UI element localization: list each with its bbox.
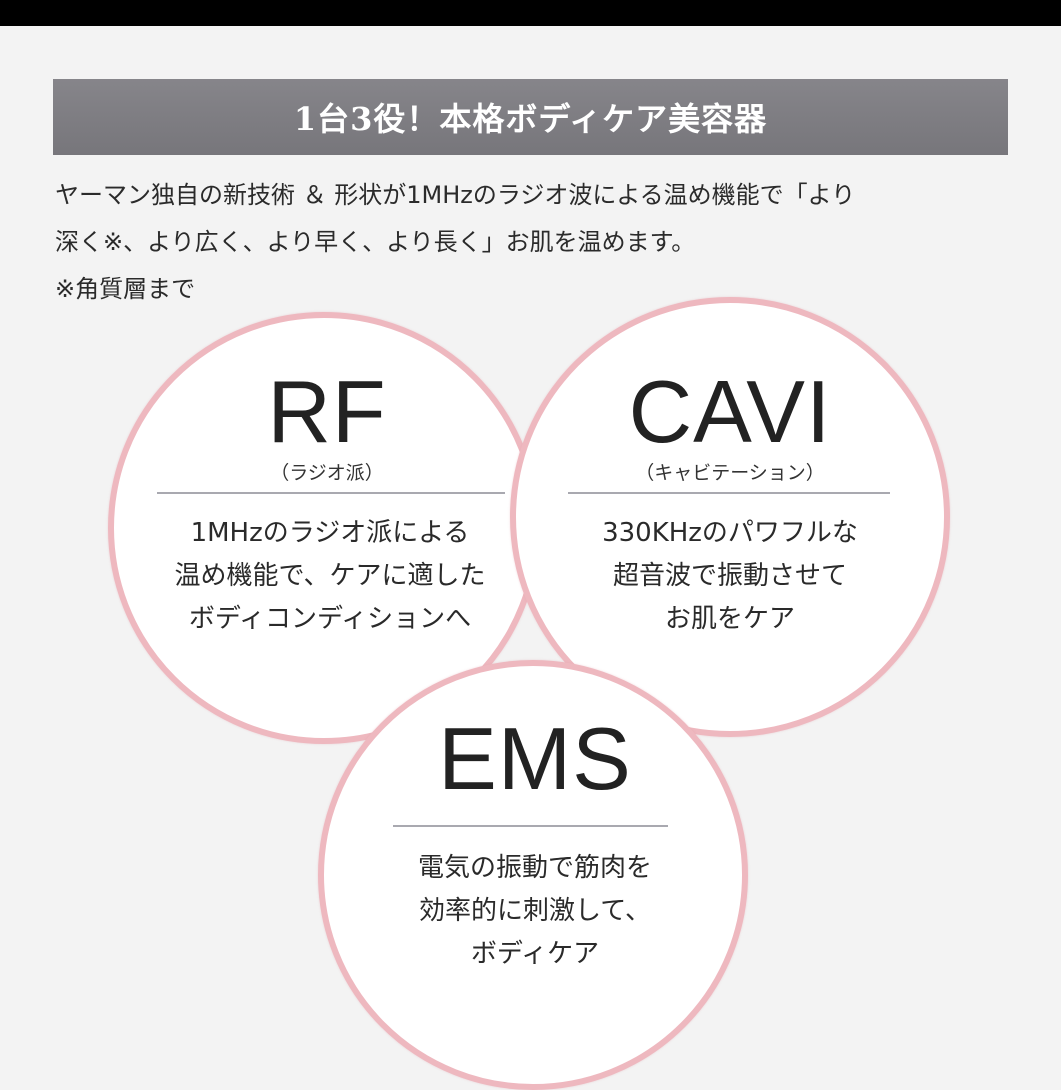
cavi-heading: CAVI （キャビテーション） [555,368,905,486]
rf-title: RF [267,362,387,461]
description-line-2: 深く※、より広く、より早く、より長く」お肌を温めます。 [55,228,696,256]
rf-feature-circle [108,312,540,744]
product-description: ヤーマン独自の新技術 ＆ 形状が1MHzのラジオ波による温め機能で「より 深く※… [55,172,1015,313]
ems-divider [393,825,668,827]
description-note: ※角質層まで [55,275,196,303]
cavi-subtitle: （キャビテーション） [635,462,825,484]
banner-title: 1台3役！本格ボディケア美容器 [293,100,768,138]
description-line-1: ヤーマン独自の新技術 ＆ 形状が1MHzのラジオ波による温め機能で「より [55,181,856,209]
rf-divider [157,492,505,494]
ems-line-2: 効率的に刺激して、 [419,896,651,926]
ems-description: 電気の振動で筋肉を 効率的に刺激して、 ボディケア [350,847,720,976]
cavi-line-3: お肌をケア [664,604,795,634]
ems-title: EMS [438,709,632,808]
ems-line-3: ボディケア [470,939,600,969]
rf-line-1: 1MHzのラジオ派による [190,518,470,548]
rf-subtitle: （ラジオ派） [270,462,384,484]
header-banner: 1台3役！本格ボディケア美容器 [53,79,1008,155]
cavi-line-2: 超音波で振動させて [612,561,847,591]
cavi-description: 330KHzのパワフルな 超音波で振動させて お肌をケア [545,512,915,641]
rf-line-2: 温め機能で、ケアに適した [174,561,486,591]
ems-line-1: 電気の振動で筋肉を [417,853,652,883]
cavi-divider [568,492,890,494]
ems-heading: EMS [360,715,710,803]
rf-description: 1MHzのラジオ派による 温め機能で、ケアに適した ボディコンディションへ [145,512,515,641]
rf-line-3: ボディコンディションへ [188,604,472,634]
cavi-title: CAVI [628,362,832,461]
top-black-bar [0,0,1061,26]
cavi-line-1: 330KHzのパワフルな [602,518,858,548]
cavi-feature-circle [510,297,950,737]
rf-heading: RF （ラジオ派） [152,368,502,486]
